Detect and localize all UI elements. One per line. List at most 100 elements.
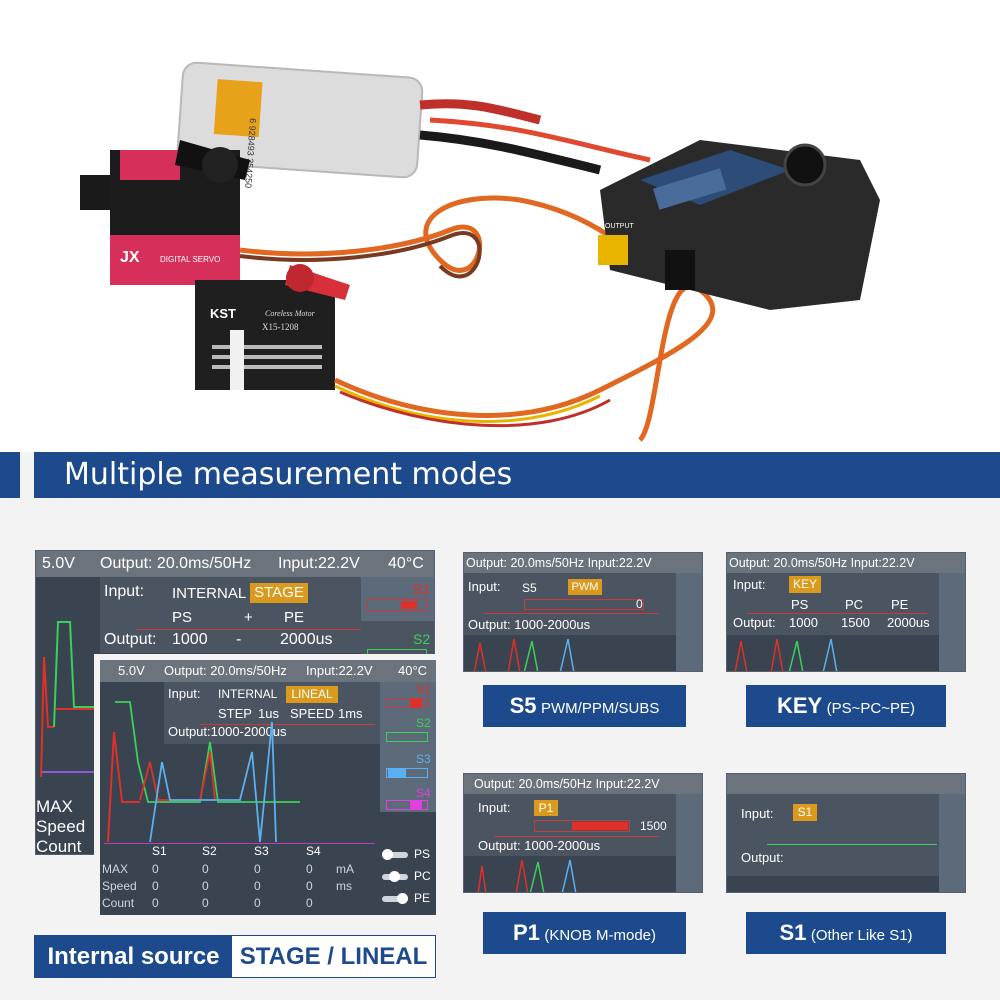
lineal-s4: S4	[416, 786, 431, 800]
lineal-col-s2: S2	[202, 844, 217, 858]
s1-caption: S1 (Other Like S1)	[746, 912, 946, 954]
lineal-count-s4: 0	[306, 896, 313, 910]
lineal-count-s1: 0	[152, 896, 159, 910]
stage-plus: +	[244, 609, 253, 626]
key-sidebar	[939, 573, 965, 671]
stage-temp: 40°C	[388, 555, 424, 572]
stage-s1-label: S1	[413, 581, 431, 597]
p1-level-fill	[572, 822, 628, 830]
lineal-step-label: STEP	[218, 706, 252, 721]
lineal-step-value: 1us	[258, 706, 279, 721]
s1-output-label: Output:	[741, 850, 784, 865]
lineal-col-s3: S3	[254, 844, 269, 858]
toggle-pe-knob[interactable]	[397, 893, 408, 904]
stage-info-panel: Input: INTERNAL STAGE PS + PE Output: 10…	[100, 577, 395, 653]
s1-header	[727, 774, 965, 794]
p1-waveform	[477, 859, 577, 892]
s1-panel: Input: S1 Output:	[727, 794, 939, 876]
lineal-voltage: 5.0V	[118, 663, 145, 678]
toggle-ps-label: PS	[414, 847, 431, 861]
stage-input-voltage: Input:22.2V	[278, 555, 360, 572]
lineal-row-speed: Speed	[102, 879, 137, 893]
servo1-brand: JX	[120, 249, 140, 266]
section-banner: Multiple measurement modes	[34, 452, 1000, 498]
p1-caption-small: (KNOB M-mode)	[544, 927, 657, 944]
lineal-info-panel: Input: INTERNAL LINEAL STEP 1us SPEED 1m…	[164, 682, 384, 744]
lineal-output-range: Output:1000-2000us	[168, 724, 287, 739]
stage-dash: -	[236, 631, 242, 648]
lineal-header: 5.0V Output: 20.0ms/50Hz Input:22.2V 40°…	[100, 660, 436, 682]
servo-jx: JX DIGITAL SERVO	[80, 140, 250, 285]
s5-input-label: Input:	[468, 579, 501, 594]
s5-header: Output: 20.0ms/50Hz Input:22.2V	[464, 553, 702, 573]
key-col-ps: PS	[791, 597, 809, 612]
toggle-pc-knob[interactable]	[389, 871, 400, 882]
lineal-waveform	[104, 701, 375, 844]
stage-s2-label: S2	[413, 631, 431, 647]
servo2-brand: KST	[210, 306, 236, 321]
key-screen: Output: 20.0ms/50Hz Input:22.2V Input: K…	[726, 552, 966, 672]
stage-mode-badge: STAGE	[250, 583, 308, 603]
s5-caption-big: S5	[509, 693, 537, 718]
s1-mode-badge: S1	[793, 804, 817, 821]
s5-sidebar	[676, 573, 702, 671]
stage-col-ps: PS	[172, 609, 193, 626]
lineal-speed-s1: 0	[152, 879, 159, 893]
stage-out-a: 1000	[172, 631, 208, 648]
lineal-max-s1: 0	[152, 862, 159, 876]
lineal-row-count: Count	[102, 896, 135, 910]
stage-stat-speed: Speed	[36, 817, 86, 836]
toggle-pe-label: PE	[414, 891, 431, 905]
lineal-sidebar: S1 S2 S3 S4	[380, 682, 436, 812]
product-photo: 6 928493 354250 JX DIGITAL SERVO KST	[0, 0, 1000, 452]
s5-output: Output: 1000-2000us	[468, 617, 591, 632]
s1-caption-big: S1	[779, 920, 807, 945]
p1-mode-badge: P1	[534, 800, 558, 816]
s1-sidebar	[939, 794, 965, 892]
lineal-input-voltage: Input:22.2V	[306, 663, 373, 678]
device-output-label: OUTPUT	[605, 223, 635, 230]
lineal-s1: S1	[416, 682, 431, 696]
stage-output-label: Output:	[104, 631, 157, 648]
p1-caption-big: P1	[512, 920, 540, 945]
lineal-row-max: MAX	[102, 862, 129, 876]
s5-screen: Output: 20.0ms/50Hz Input:22.2V Input: S…	[463, 552, 703, 672]
lineal-max-s2: 0	[202, 862, 209, 876]
lineal-col-s1: S1	[152, 844, 167, 858]
stage-input-label: Input:	[104, 583, 145, 600]
servo2-model: X15-1208	[262, 322, 299, 332]
stage-stats: MAX Speed Count	[36, 797, 86, 855]
stage-output-freq: Output: 20.0ms/50Hz	[100, 555, 252, 572]
s5-value: 0	[636, 597, 643, 611]
key-caption-big: KEY	[776, 693, 823, 718]
p1-input-label: Input:	[478, 800, 511, 815]
lineal-max-s3: 0	[254, 862, 261, 876]
s5-caption: S5 PWM/PPM/SUBS	[483, 685, 686, 727]
stage-voltage: 5.0V	[42, 555, 75, 572]
lineal-output-freq: Output: 20.0ms/50Hz	[164, 663, 287, 678]
lineal-toggles: PS PC PE	[380, 844, 436, 915]
internal-source-label: Internal source STAGE / LINEAL	[34, 935, 436, 978]
lineal-table: S1 S2 S3 S4 MAX 0 0 0 0 mA Speed 0 0 0 0…	[100, 844, 380, 915]
stage-out-b: 2000us	[280, 631, 333, 648]
stage-stat-count: Count	[36, 837, 82, 855]
s1-caption-small: (Other Like S1)	[810, 927, 913, 944]
lineal-speed-label: SPEED	[290, 706, 335, 721]
key-waveform	[734, 638, 838, 671]
s5-caption-small: PWM/PPM/SUBS	[541, 700, 660, 717]
s5-mode-badge: PWM	[568, 579, 602, 595]
p1-panel: Input: P1 1500 Output: 1000-2000us	[464, 794, 676, 856]
lineal-max-s4: 0	[306, 862, 313, 876]
key-val-pe: 2000us	[887, 615, 930, 630]
stage-input-source: INTERNAL	[172, 585, 247, 602]
product-illustration: 6 928493 354250 JX DIGITAL SERVO KST	[80, 61, 880, 442]
lineal-speed-unit: ms	[336, 879, 352, 893]
lineal-input-source: INTERNAL	[218, 687, 278, 701]
toggle-ps-knob[interactable]	[382, 849, 393, 860]
lineal-input-label: Input:	[168, 686, 201, 701]
p1-header-text: Output: 20.0ms/50Hz Input:22.2V	[474, 777, 660, 791]
key-col-pc: PC	[845, 597, 864, 612]
s1-screen: Input: S1 Output:	[726, 773, 966, 893]
lineal-speed-s4: 0	[306, 879, 313, 893]
s5-header-text: Output: 20.0ms/50Hz Input:22.2V	[466, 556, 652, 570]
